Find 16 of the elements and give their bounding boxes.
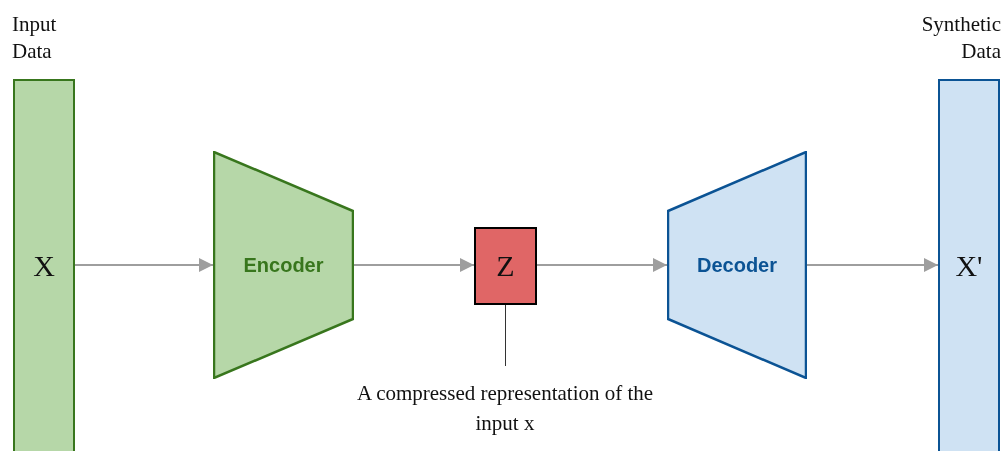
- decoder-trapezoid: [667, 151, 807, 379]
- block-label: Decoder: [696, 253, 778, 278]
- encoder-trapezoid: [213, 151, 354, 379]
- arrow: [806, 258, 939, 272]
- arrow: [74, 258, 214, 272]
- variable-label: Z: [496, 249, 515, 283]
- annotation-text: A compressed representation of the input x: [355, 380, 655, 437]
- block-label: Encoder: [242, 253, 325, 278]
- arrow: [353, 258, 475, 272]
- latent-box: [474, 227, 537, 305]
- data-heading: Input Data: [12, 11, 58, 65]
- data-heading: Synthetic Data: [920, 11, 1001, 65]
- variable-label: X: [32, 249, 56, 283]
- leader-line: [505, 304, 506, 367]
- arrow: [536, 258, 668, 272]
- variable-label: X': [954, 249, 984, 283]
